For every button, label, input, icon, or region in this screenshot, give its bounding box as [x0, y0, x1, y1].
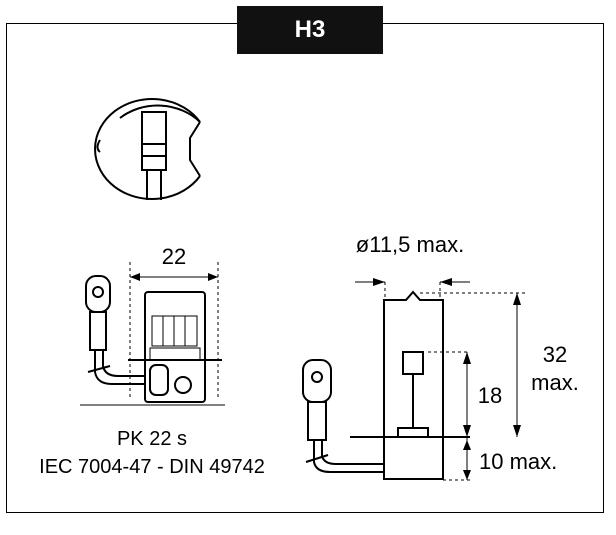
lamp-side-view: [302, 278, 525, 481]
base-width-label: 22: [162, 244, 186, 269]
base-height-label: 10 max.: [479, 449, 557, 474]
filament-height-label: 18: [478, 383, 502, 408]
lamp-type-title: H3: [237, 6, 383, 54]
standard-label: IEC 7004-47 - DIN 49742: [39, 456, 265, 478]
total-height-value: 32: [543, 342, 567, 367]
base-side-view: [80, 262, 225, 406]
diameter-label: ø11,5 max.: [356, 232, 464, 257]
base-top-view: [94, 98, 201, 200]
total-height-unit: max.: [531, 370, 579, 395]
base-type-label: PK 22 s: [117, 428, 187, 450]
